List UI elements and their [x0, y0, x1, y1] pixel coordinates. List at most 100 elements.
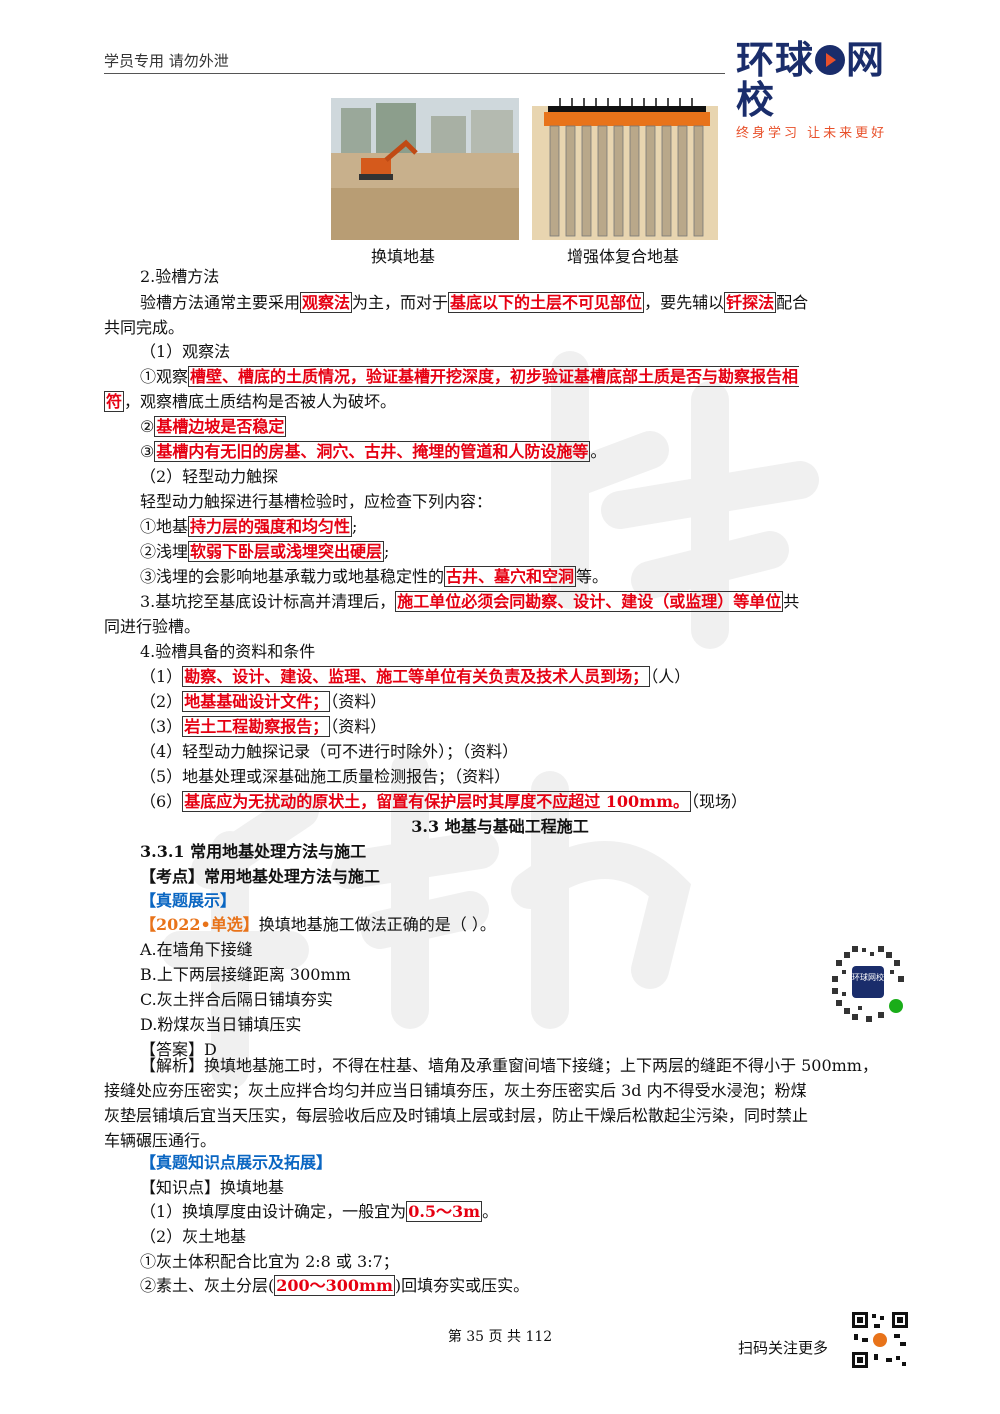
text-span: 。: [590, 442, 607, 461]
text-line: （1）勘察、设计、建设、监理、施工等单位有关负责及技术人员到场；（人）: [140, 666, 690, 688]
figure-caption-1: 换填地基: [371, 247, 436, 266]
text-line: （1）观察法: [140, 342, 231, 361]
text-span: 共: [783, 592, 800, 611]
text-line: （6）基底应为无扰动的原状土，留置有保护层时其厚度不应超过 100mm。（现场）: [140, 791, 747, 813]
highlight-text: 钎探法: [724, 292, 777, 313]
text-span: ，观察槽底土质结构是否被人为破坏。: [124, 392, 397, 411]
text-span: （1）: [140, 667, 183, 686]
qr-center-label: 环球网校: [852, 972, 884, 982]
highlight-text: 基底应为无扰动的原状土，留置有保护层时其厚度不应超过 100mm。: [182, 791, 692, 812]
brand-logo: 环球网校 终身学习 让未来更好: [736, 40, 916, 141]
text-span: 配合: [776, 293, 809, 312]
text-span: )回填夯实或压实。: [394, 1276, 530, 1295]
text-line: 2.验槽方法: [140, 267, 220, 286]
highlight-text: 观察法: [300, 292, 353, 313]
footer-qr-code[interactable]: [850, 1310, 910, 1370]
replacement-foundation-photo: [331, 98, 519, 240]
text-span: 验槽方法通常主要采用: [140, 293, 301, 312]
text-span: ③浅埋的会影响地基承载力或地基稳定性的: [140, 567, 445, 586]
text-line: ①观察槽壁、槽底的土质情况，验证基槽开挖深度，初步验证基槽底部土质是否与勘察报告…: [140, 366, 800, 388]
text-line: （4）轻型动力触探记录（可不进行时除外）；（资料）: [140, 742, 519, 761]
highlight-text: 200～300mm: [274, 1275, 395, 1296]
figure-caption-2: 增强体复合地基: [567, 247, 680, 266]
text-line: ②浅埋软弱下卧层或浅埋突出硬层;: [140, 541, 390, 562]
question-line: 【2022•单选】换填地基施工做法正确的是（ ）。: [140, 914, 496, 936]
analysis-line: 灰垫层铺填后宜当天压实，每层验收后应及时铺填上层或封层，防止干燥后松散起尘污染，…: [104, 1106, 809, 1125]
text-span: ③: [140, 442, 155, 461]
analysis-line: 【解析】换填地基施工时，不得在柱基、墙角及承重窗间墙下接缝；上下两层的缝距不得小…: [140, 1056, 878, 1075]
analysis-line: 车辆碾压通行。: [104, 1131, 217, 1150]
highlight-text: 岩土工程勘察报告；: [182, 716, 331, 737]
highlight-text: 基槽内有无旧的房基、洞穴、古井、掩埋的管道和人防设施等: [154, 441, 591, 462]
text-span: ②: [140, 417, 155, 436]
text-line: （3）岩土工程勘察报告；（资料）: [140, 716, 386, 738]
text-span: 为主，而对于: [352, 293, 449, 312]
text-span: ①地基: [140, 517, 189, 536]
logo-slogan: 终身学习 让未来更好: [736, 126, 888, 141]
topic-heading: 【考点】常用地基处理方法与施工: [140, 867, 381, 886]
highlight-text: 古井、墓穴和空洞: [444, 566, 577, 587]
text-line: 4.验槽具备的资料和条件: [140, 642, 316, 661]
text-line: 轻型动力触探进行基槽检验时，应检查下列内容：: [140, 492, 493, 511]
header-divider: [104, 73, 725, 74]
option-a: A.在墙角下接缝: [140, 940, 253, 959]
text-span: （人）: [650, 667, 691, 686]
answer-line: 【答案】D: [140, 1040, 217, 1059]
analysis-line: 接缝处应夯压密实；灰土应拌合均匀并应当日铺填夯压，灰土夯压密实后 3d 内不得受…: [104, 1081, 807, 1100]
text-span: （资料）: [330, 692, 387, 711]
option-d: D.粉煤灰当日铺填压实: [140, 1015, 302, 1034]
knowledge-point: 【知识点】换填地基: [140, 1178, 285, 1197]
text-line: 符，观察槽底土质结构是否被人为破坏。: [104, 391, 396, 413]
text-span: ②浅埋: [140, 542, 189, 561]
option-c: C.灰土拌合后隔日铺填夯实: [140, 990, 333, 1009]
text-line: （2）轻型动力触探: [140, 467, 279, 486]
section-heading: 3.3 地基与基础工程施工: [411, 817, 589, 836]
text-line: （5）地基处理或深基础施工质量检测报告；（资料）: [140, 767, 511, 786]
highlight-text: 基底以下的土层不可见部位: [448, 292, 645, 313]
text-span: （资料）: [330, 717, 387, 736]
highlight-text: 符: [104, 391, 125, 412]
highlight-text: 0.5～3m: [406, 1201, 483, 1222]
highlight-text: 施工单位必须会同勘察、设计、建设（或监理）等单位: [395, 591, 784, 612]
text-line: ②素土、灰土分层(200～300mm)回填夯实或压实。: [140, 1275, 529, 1297]
highlight-text: 勘察、设计、建设、监理、施工等单位有关负责及技术人员到场；: [182, 666, 651, 687]
text-span: 等。: [576, 567, 609, 586]
logo-text-1: 环球: [736, 38, 815, 82]
text-line: ③浅埋的会影响地基承载力或地基稳定性的古井、墓穴和空洞等。: [140, 566, 608, 588]
highlight-text: 软弱下卧层或浅埋突出硬层: [188, 541, 385, 562]
text-span: 。: [482, 1202, 499, 1221]
text-line: 共同完成。: [104, 318, 185, 337]
header-left-text: 学员专用 请勿外泄: [104, 52, 229, 70]
highlight-text: 槽壁、槽底的土质情况，验证基槽开挖深度，初步验证基槽底部土质是否与勘察报告相: [188, 366, 800, 387]
text-span: （3）: [140, 717, 183, 736]
text-span: 3.基坑挖至基底设计标高并清理后，: [140, 592, 396, 611]
text-span: （现场）: [691, 792, 748, 811]
text-line: 同进行验槽。: [104, 617, 201, 636]
highlight-text: 持力层的强度和均匀性: [188, 516, 353, 537]
text-span: ②素土、灰土分层(: [140, 1276, 275, 1295]
text-line: （2）灰土地基: [140, 1227, 247, 1246]
text-span: ①观察: [140, 367, 189, 386]
text-span: （2）: [140, 692, 183, 711]
text-line: 验槽方法通常主要采用观察法为主，而对于基底以下的土层不可见部位，要先辅以钎探法配…: [140, 292, 808, 314]
text-line: 3.基坑挖至基底设计标高并清理后，施工单位必须会同勘察、设计、建设（或监理）等单…: [140, 591, 799, 613]
subsection-heading: 3.3.1 常用地基处理方法与施工: [140, 842, 367, 861]
highlight-text: 基槽边坡是否稳定: [154, 416, 287, 437]
question-tag: 【2022•单选】: [140, 915, 259, 934]
text-line: ①灰土体积配合比宜为 2:8 或 3:7；: [140, 1252, 399, 1271]
exam-display-heading: 【真题展示】: [140, 891, 237, 910]
text-line: （2）地基基础设计文件；（资料）: [140, 691, 386, 713]
text-span: ，要先辅以: [644, 293, 725, 312]
play-icon: [815, 44, 846, 75]
scan-prompt: 扫码关注更多: [738, 1339, 829, 1357]
mini-program-qr-code[interactable]: 环球网校: [822, 936, 914, 1028]
page-number: 第 35 页 共 112: [447, 1329, 553, 1345]
logo-text-2: 网校: [736, 38, 886, 122]
composite-foundation-diagram: [532, 98, 718, 240]
text-line: ①地基持力层的强度和均匀性;: [140, 516, 358, 537]
question-text: 换填地基施工做法正确的是（ ）。: [258, 915, 496, 934]
highlight-text: 地基基础设计文件；: [182, 691, 331, 712]
